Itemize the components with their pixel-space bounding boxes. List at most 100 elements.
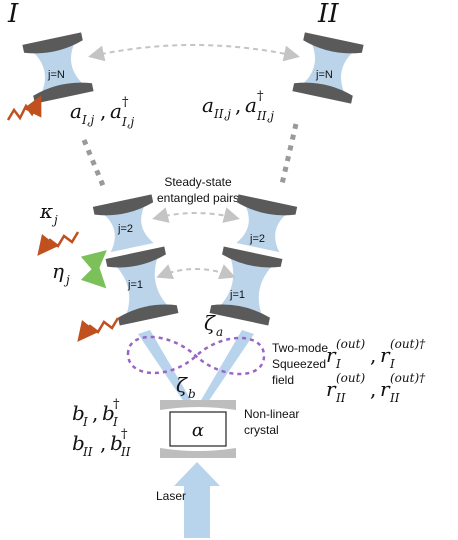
svg-text:a: a (216, 325, 223, 339)
cavity-right-mid (236, 194, 298, 253)
svg-text:I: I (112, 415, 118, 429)
cavity-left-low (105, 246, 179, 326)
operator-left: a I,j , a † I,j (70, 95, 135, 129)
svg-text:j: j (63, 273, 70, 287)
squeezed-label-3: field (272, 373, 294, 387)
svg-text:b: b (102, 401, 115, 425)
svg-text:†: † (122, 95, 129, 110)
svg-text:a: a (110, 99, 122, 123)
svg-text:†: † (257, 89, 264, 104)
svg-text:j: j (51, 213, 58, 227)
svg-text:κ: κ (39, 199, 53, 223)
squeezed-label-2: Squeezed (272, 357, 326, 371)
loss-arrow-bottom (77, 317, 120, 342)
cavity-left-mid (92, 194, 154, 253)
mirror-top (22, 32, 83, 54)
svg-text:I,j: I,j (81, 113, 95, 127)
arm-label-right: II (317, 0, 339, 29)
zeta-b-label: ζ b (176, 373, 196, 401)
svg-text:I: I (82, 415, 88, 429)
mirror-middle (222, 246, 283, 268)
svg-text:II: II (120, 445, 131, 459)
svg-text:(out)†: (out)† (390, 337, 426, 351)
svg-text:(out)†: (out)† (390, 371, 426, 385)
operator-right: a II,j , a † II,j (202, 89, 274, 123)
svg-text:,: , (100, 431, 106, 455)
steady-state-label-1: Steady-state (164, 175, 232, 189)
squeezed-curve (126, 335, 266, 376)
cavity-label-right-top: j=N (315, 69, 333, 81)
svg-text:,: , (92, 401, 98, 425)
crystal-mirror-bottom (160, 448, 236, 458)
crystal-mirror-top (160, 400, 236, 410)
mirror-bottom (209, 304, 270, 326)
svg-text:,: , (235, 93, 241, 117)
input-operator-I: b I , b † I (72, 397, 120, 429)
svg-text:,: , (370, 343, 376, 367)
svg-text:η: η (52, 259, 64, 283)
svg-text:II,j: II,j (256, 109, 274, 123)
entanglement-arrow-low (156, 264, 236, 280)
svg-text:b: b (72, 431, 85, 455)
laser-label: Laser (156, 489, 186, 503)
loss-arrow-top (6, 95, 42, 121)
laser-arrow (174, 462, 220, 538)
svg-text:r: r (380, 343, 391, 367)
svg-text:r: r (326, 343, 337, 367)
mirror-top (92, 194, 154, 216)
crystal-label-2: crystal (244, 423, 279, 437)
alpha-symbol: α (192, 420, 204, 441)
svg-text:a: a (70, 99, 82, 123)
svg-text:ζ: ζ (204, 311, 216, 335)
cavity-label-right-low: j=1 (229, 289, 245, 301)
cavity-label-left-low: j=1 (127, 279, 143, 291)
svg-text:r: r (326, 377, 337, 401)
svg-text:a: a (202, 93, 214, 117)
svg-text:ζ: ζ (176, 373, 188, 397)
loss-arrow-mid (37, 231, 80, 256)
svg-text:,: , (100, 99, 106, 123)
svg-text:b: b (72, 401, 85, 425)
svg-text:II: II (82, 445, 93, 459)
cavity-right-low (209, 246, 283, 326)
eta-label: η j (52, 259, 70, 287)
beam-left (138, 330, 192, 402)
input-operator-II: b II , b † II (72, 427, 131, 459)
squeezed-label-1: Two-mode (272, 341, 328, 355)
cavity-right-top (292, 32, 364, 104)
svg-text:†: † (113, 397, 120, 412)
svg-text:II: II (389, 391, 400, 405)
kappa-label: κ j (39, 199, 58, 227)
output-operators: r I (out) , r I (out)† r II (out) , r II… (326, 337, 426, 405)
beam-right (200, 330, 254, 402)
svg-text:r: r (380, 377, 391, 401)
mirror-bottom (292, 82, 353, 104)
mirror-top (236, 194, 298, 216)
mirror-bottom (33, 82, 94, 104)
svg-text:II: II (335, 391, 346, 405)
svg-text:(out): (out) (336, 337, 365, 351)
chain-dots-right (279, 123, 299, 185)
steady-state-label-2: entangled pairs (157, 191, 239, 205)
crystal-cavity: α (160, 400, 236, 458)
svg-text:,: , (370, 377, 376, 401)
svg-text:b: b (110, 431, 123, 455)
chain-dots-left (81, 139, 107, 189)
mirror-top (303, 32, 364, 54)
cavity-left-top (22, 32, 94, 104)
cavity-label-left-top: j=N (47, 69, 65, 81)
mirror-middle (105, 246, 166, 268)
mirror-bottom (118, 304, 179, 326)
svg-text:b: b (188, 387, 196, 401)
svg-text:a: a (245, 93, 257, 117)
arm-label-left: I (7, 0, 19, 29)
svg-text:†: † (121, 427, 128, 442)
svg-text:I: I (335, 357, 341, 371)
svg-text:I,j: I,j (121, 115, 135, 129)
cavity-label-left-mid: j=2 (117, 223, 133, 235)
entanglement-arrow-mid (152, 207, 240, 223)
svg-text:II,j: II,j (213, 107, 231, 121)
crystal-label-1: Non-linear (244, 407, 299, 421)
coupling-arrow (80, 250, 107, 289)
